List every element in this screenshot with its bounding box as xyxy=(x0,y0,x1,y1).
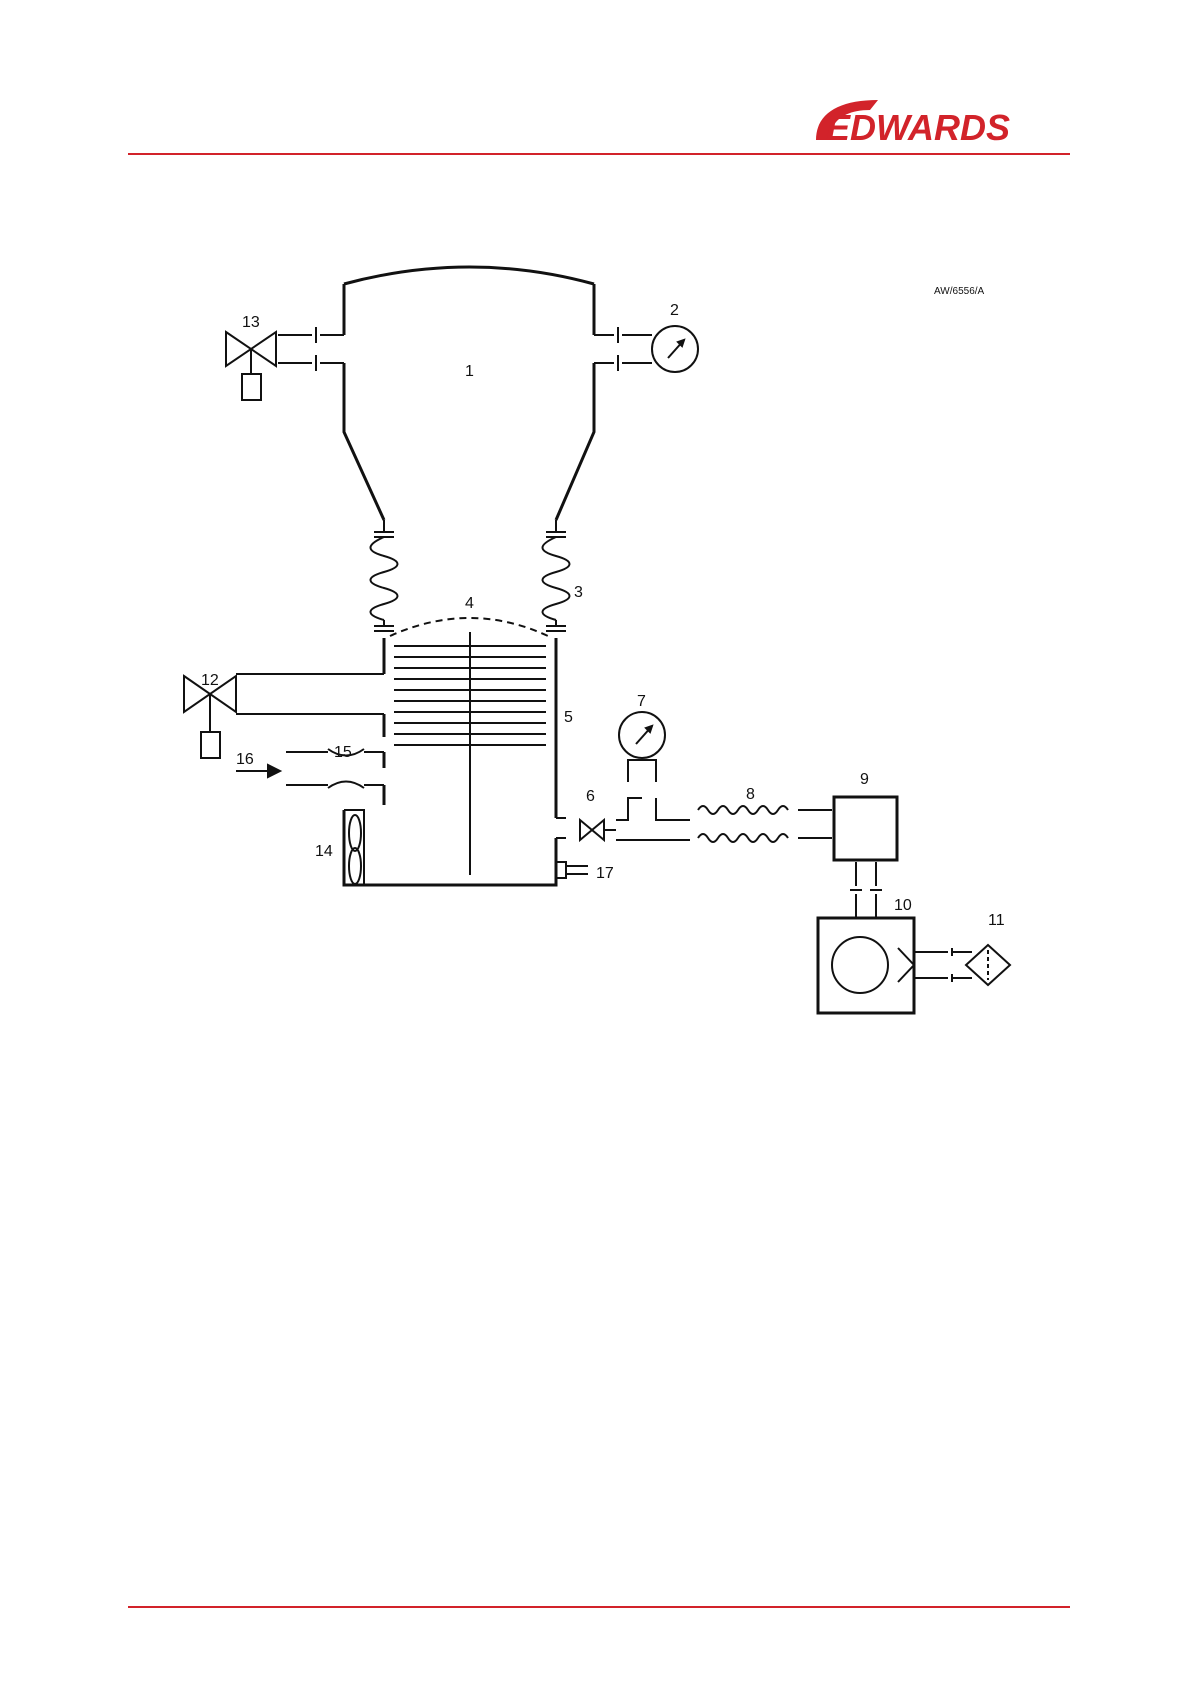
label-13: 13 xyxy=(242,314,260,331)
label-12: 12 xyxy=(201,672,219,689)
lower-chamber-5 xyxy=(344,638,556,885)
hose-8 xyxy=(698,806,832,842)
label-16: 16 xyxy=(236,751,254,768)
label-17: 17 xyxy=(596,865,614,882)
label-14: 14 xyxy=(315,843,333,860)
label-4: 4 xyxy=(465,595,474,612)
label-1: 1 xyxy=(465,363,474,380)
pipe-12 xyxy=(236,674,384,714)
label-8: 8 xyxy=(746,786,755,803)
label-11: 11 xyxy=(988,912,1005,929)
port-left-13 xyxy=(278,327,344,371)
valve-6 xyxy=(556,818,616,840)
label-3: 3 xyxy=(574,584,583,601)
chamber-1 xyxy=(344,267,594,520)
label-10: 10 xyxy=(894,897,912,914)
gauge-7 xyxy=(619,712,665,758)
bellows-right xyxy=(543,520,570,631)
label-2: 2 xyxy=(670,302,679,319)
fan-14 xyxy=(344,810,364,885)
footer-rule xyxy=(128,1606,1070,1608)
pump-9 xyxy=(834,797,897,860)
pump-10 xyxy=(818,918,914,1013)
label-5: 5 xyxy=(564,709,573,726)
figure-ref: AW/6556/A xyxy=(934,286,985,297)
label-9: 9 xyxy=(860,771,869,788)
bellows-left xyxy=(371,520,398,631)
label-6: 6 xyxy=(586,788,595,805)
label-7: 7 xyxy=(637,693,646,710)
pipe-10-11 xyxy=(914,948,972,982)
labels: 1 2 3 4 5 6 7 8 9 10 11 12 13 14 15 16 1… xyxy=(201,302,1005,929)
label-15: 15 xyxy=(334,744,352,761)
port-17 xyxy=(556,862,588,878)
gauge-2 xyxy=(652,326,698,372)
pipe-main xyxy=(616,760,690,840)
filter-11 xyxy=(966,945,1010,985)
port-right-2 xyxy=(594,327,652,371)
pipe-9-10 xyxy=(850,862,882,918)
shelves-4 xyxy=(394,632,546,875)
valve-13 xyxy=(226,332,276,400)
